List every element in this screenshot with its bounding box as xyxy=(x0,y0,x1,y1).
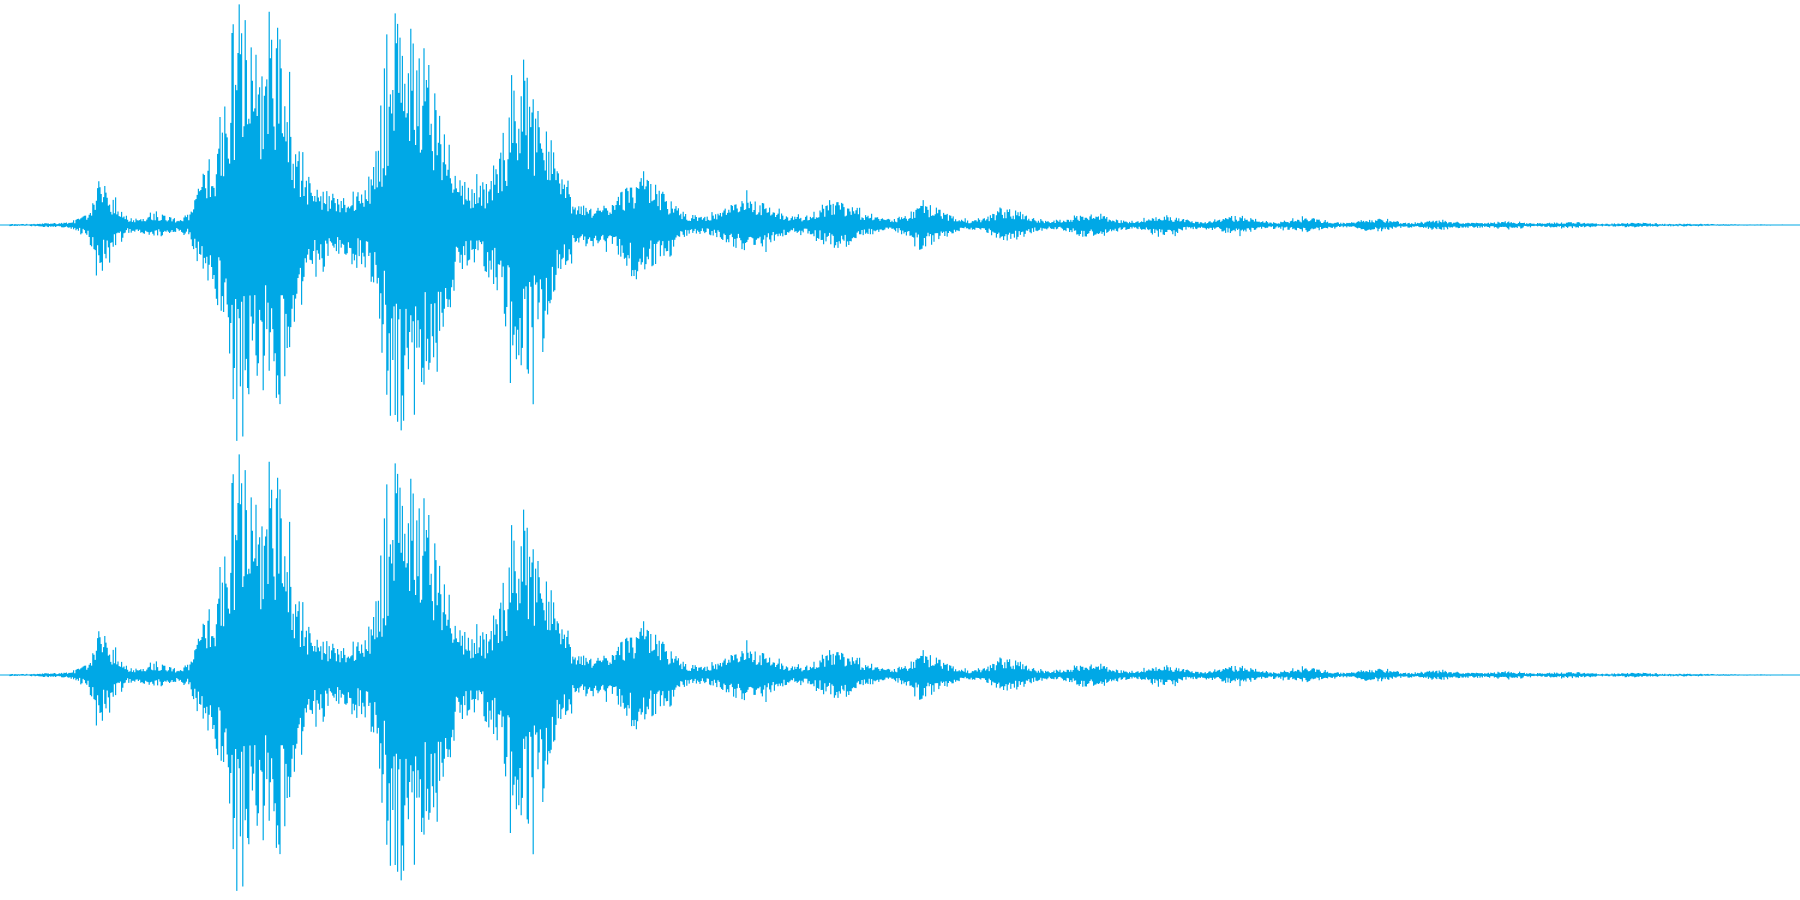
waveform-trace xyxy=(9,4,1791,441)
channel-left-waveform xyxy=(0,4,1800,441)
waveform-trace xyxy=(9,454,1791,891)
channel-right-waveform xyxy=(0,454,1800,891)
